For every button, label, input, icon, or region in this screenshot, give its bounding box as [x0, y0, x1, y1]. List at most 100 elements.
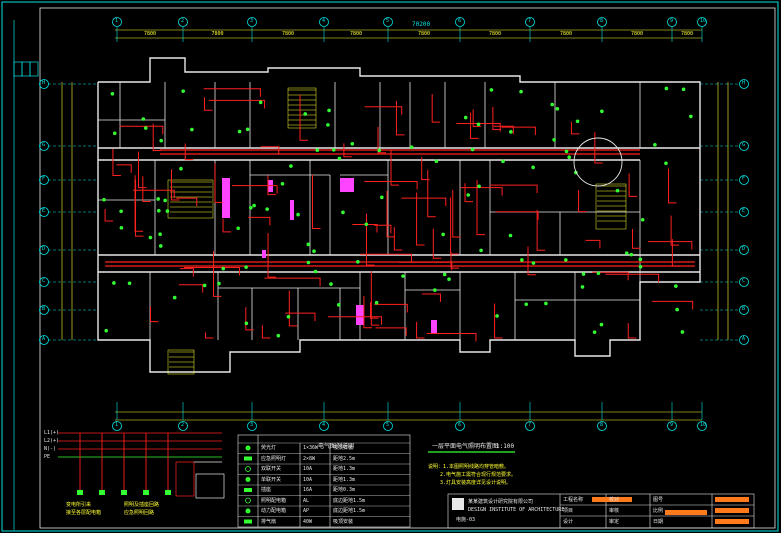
- light-fixture: [479, 248, 483, 253]
- legend-symbols: [244, 445, 252, 524]
- circuit-run: [112, 148, 121, 176]
- axis-left-label: G: [42, 142, 46, 148]
- circuit-run: [668, 168, 677, 204]
- light-fixture: [143, 126, 148, 130]
- light-fixture: [575, 119, 580, 124]
- title-block-field: 工程名称: [563, 497, 584, 503]
- legend-row-spec: 10A: [303, 466, 313, 472]
- light-fixture: [674, 284, 678, 288]
- axis-top-label: 2: [181, 18, 185, 24]
- light-fixture: [640, 217, 645, 222]
- axis-left-bubble: [39, 305, 49, 315]
- circuit-run: [299, 94, 309, 141]
- light-fixture: [331, 148, 336, 152]
- circuit-run: [248, 216, 271, 226]
- riser-breaker: [143, 490, 149, 495]
- circuit-run: [426, 333, 477, 342]
- riser-note-2: 接至各层配电箱: [66, 510, 102, 516]
- legend-row-name: 单联开关: [261, 476, 282, 483]
- title-block-field: 审定: [609, 519, 620, 525]
- circuit-run: [464, 183, 473, 203]
- circuit-run: [180, 268, 194, 277]
- light-fixture: [600, 109, 604, 114]
- light-fixture: [190, 127, 194, 132]
- circuit-run: [261, 325, 271, 339]
- light-fixture: [315, 148, 320, 152]
- axis-bottom-label: 7: [528, 422, 532, 428]
- light-fixture: [434, 159, 439, 164]
- lighting-circuits: [104, 88, 695, 342]
- light-fixture: [303, 112, 308, 116]
- light-fixture: [580, 285, 585, 289]
- axis-right-bubble: [739, 245, 749, 255]
- circuit-run: [245, 307, 254, 331]
- axis-bottom-bubble: [597, 421, 607, 431]
- circuit-run: [390, 150, 400, 186]
- title-block-field: 审核: [609, 508, 620, 514]
- circuit-run: [460, 187, 503, 196]
- circuit-run: [360, 253, 413, 263]
- axis-grid-bottom: [112, 402, 707, 431]
- axis-right-label: E: [742, 208, 746, 214]
- light-fixture: [306, 260, 311, 265]
- light-fixture: [377, 148, 382, 153]
- legend-row-name: 排气扇: [261, 518, 277, 525]
- legend-row-name: 插座: [261, 487, 272, 493]
- light-fixture: [244, 321, 249, 326]
- stair-east: [595, 183, 627, 230]
- circuit-run: [472, 109, 482, 127]
- circuit-run: [594, 132, 603, 164]
- light-fixture: [280, 181, 285, 186]
- circuit-run: [176, 197, 198, 207]
- light-fixture: [312, 249, 316, 254]
- light-fixture: [157, 208, 161, 213]
- axis-top-bubble: [455, 17, 465, 27]
- circuit-run: [605, 273, 660, 283]
- circuit-run: [364, 181, 418, 190]
- riser-diagram: [58, 432, 225, 499]
- legend-symbol: [244, 456, 252, 461]
- light-fixture: [112, 281, 116, 285]
- axis-top-label: 10: [700, 18, 707, 24]
- circuit-run: [142, 176, 151, 203]
- light-fixture: [531, 261, 536, 265]
- top-dimension-value: 7800: [211, 31, 224, 37]
- axis-bottom-label: 2: [181, 422, 185, 428]
- circuit-run: [570, 121, 580, 135]
- axis-left-bubble: [39, 277, 49, 287]
- circuit-run: [476, 179, 485, 236]
- light-fixture: [119, 209, 123, 214]
- distribution-box: [356, 305, 364, 325]
- light-fixture: [110, 91, 115, 96]
- circuit-run: [374, 224, 392, 234]
- legend-symbol: [245, 477, 251, 482]
- axis-bottom-label: 10: [700, 422, 707, 428]
- circuit-run: [578, 190, 587, 213]
- light-fixture: [501, 159, 505, 164]
- light-fixture: [148, 235, 153, 240]
- light-fixture: [112, 131, 117, 136]
- circuit-run: [213, 251, 222, 297]
- legend-row-remark: 吸顶安装: [333, 518, 354, 525]
- light-fixture: [520, 258, 524, 262]
- circuit-run: [627, 323, 637, 339]
- light-fixture: [463, 115, 468, 120]
- circuit-run: [119, 125, 164, 135]
- light-fixture: [567, 155, 572, 160]
- light-fixture: [237, 129, 242, 134]
- drawing-inner-frame: [39, 7, 776, 529]
- stair-west: [167, 179, 214, 219]
- legend-symbol: [244, 519, 252, 524]
- light-fixture: [248, 205, 253, 210]
- legend-symbol: [245, 508, 251, 514]
- circuit-run: [393, 227, 403, 251]
- axis-top-bubble: [697, 17, 707, 27]
- stair-north: [287, 87, 317, 129]
- light-fixture: [104, 328, 109, 333]
- legend-row-spec: 2×8W: [303, 455, 316, 462]
- stair-treads: [169, 89, 626, 368]
- distribution-box: [262, 250, 266, 258]
- light-fixture: [680, 330, 685, 334]
